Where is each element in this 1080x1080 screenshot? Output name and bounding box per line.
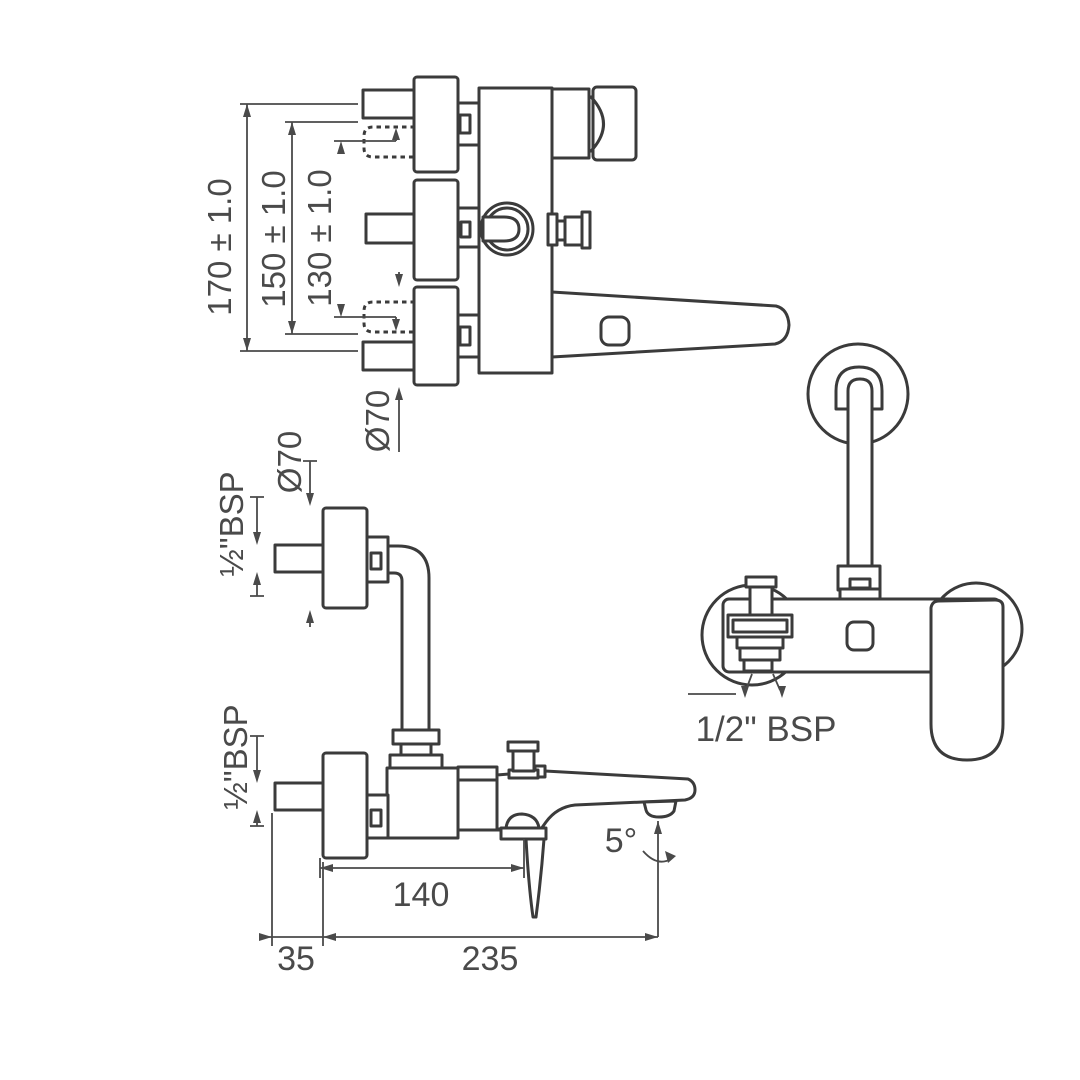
- body-right-section: [456, 778, 504, 832]
- diverter-stem-side: [511, 748, 536, 773]
- wall-thread-top: [273, 543, 325, 574]
- hidden-pipe-top: [362, 125, 415, 159]
- diverter-step1-front: [735, 635, 785, 650]
- riser-nut-middle: [848, 577, 872, 590]
- diverter-cap-side: [506, 740, 540, 753]
- bsp-top-label: ½"BSP: [213, 471, 250, 576]
- arrow-icon: [320, 864, 333, 872]
- arrow-icon: [253, 810, 261, 823]
- dim-170-label: 170 ± 1.0: [201, 178, 238, 315]
- wall-flange-top: [321, 506, 369, 610]
- union-bottom-side-detail: [369, 808, 383, 828]
- arrow-icon: [253, 532, 261, 545]
- arrow-icon: [654, 821, 662, 834]
- inlet-pipe-top: [361, 88, 416, 120]
- bsp-front-label: 1/2" BSP: [696, 710, 837, 749]
- diverter-stem-front: [748, 584, 774, 617]
- pipe-nut-middle: [399, 742, 433, 757]
- angle-5-label: 5°: [605, 822, 638, 860]
- arrow-icon: [259, 933, 272, 941]
- arrow-icon: [665, 851, 676, 863]
- handle-joint-arc: [589, 95, 605, 153]
- bsp-bottom-label: ½"BSP: [217, 704, 254, 809]
- arrow-icon: [392, 319, 400, 331]
- cartridge-stub: [481, 215, 521, 243]
- dim-130-label: 130 ± 1.0: [301, 169, 338, 306]
- escutcheon-bottom: [412, 285, 460, 387]
- diverter-knob: [563, 215, 584, 247]
- arrow-icon: [243, 104, 251, 117]
- arrow-icon: [337, 141, 345, 154]
- elbow-pipe: [386, 544, 431, 733]
- diverter-cap-front: [744, 575, 778, 589]
- front-view-annotations: 1/2" BSP: [688, 673, 837, 749]
- escutcheon-top: [412, 75, 460, 174]
- mixer-body-side-view: [385, 766, 460, 840]
- side-view-dimensions: Ø70 ½"BSP ½"BSP 140 35 235 5°: [213, 431, 676, 978]
- dim-35-label: 35: [277, 940, 315, 978]
- body-button-front: [845, 620, 875, 652]
- arrow-icon: [253, 572, 261, 585]
- dia-70-label-top-view: Ø70: [359, 390, 396, 452]
- diverter-block-inner: [731, 618, 789, 634]
- diverter-step2-front: [738, 646, 782, 662]
- inlet-pipe-bottom: [361, 340, 416, 372]
- arrow-icon: [645, 933, 658, 941]
- arrow-icon: [288, 122, 296, 135]
- valve-dome: [504, 812, 541, 830]
- handle-grip-top-view: [591, 85, 638, 162]
- wall-flange-bottom: [321, 751, 369, 860]
- spout-top-view: [550, 290, 791, 359]
- valve-collar: [499, 826, 548, 841]
- front-view: 1/2" BSP: [688, 342, 1024, 762]
- arrow-icon: [511, 864, 524, 872]
- arrow-icon: [395, 274, 403, 287]
- escutcheon-middle: [412, 178, 460, 282]
- wall-thread-bottom: [273, 781, 325, 812]
- dim-150-label: 150 ± 1.0: [255, 170, 292, 307]
- top-view: 170 ± 1.0 150 ± 1.0 130 ± 1.0 Ø70: [201, 75, 791, 452]
- arrow-icon: [395, 387, 403, 400]
- handle-base-top-view: [550, 87, 591, 160]
- arrow-icon: [253, 770, 261, 783]
- arrow-icon: [337, 304, 345, 317]
- handshower-outlet-nipple: [742, 658, 774, 673]
- dimension-lines: [250, 460, 659, 946]
- arrow-icon: [741, 686, 749, 698]
- pipe-nut-lower: [388, 753, 444, 770]
- handle-front-view: [929, 598, 1005, 762]
- diverter-cap: [580, 210, 592, 250]
- body-ledge: [456, 765, 499, 782]
- dim-140-label: 140: [393, 876, 450, 914]
- arrow-icon: [243, 338, 251, 351]
- arrow-icon: [288, 321, 296, 334]
- arrow-icon: [306, 493, 314, 506]
- spout-aerator: [642, 799, 678, 819]
- arrow-icon: [778, 686, 786, 698]
- outlet-pipe-middle: [364, 212, 416, 245]
- lever-handle-blade: [524, 837, 546, 919]
- dim-235-label: 235: [462, 940, 519, 978]
- spout-button: [599, 315, 631, 347]
- arrow-icon: [306, 610, 314, 623]
- arrow-icon: [323, 933, 336, 941]
- arrow-icon: [392, 128, 400, 140]
- top-view-dimensions: 170 ± 1.0 150 ± 1.0 130 ± 1.0 Ø70: [201, 103, 403, 452]
- union-top-side-detail: [369, 551, 383, 571]
- union-nut-bottom-detail: [458, 325, 472, 347]
- dia-70-label-side-view: Ø70: [271, 431, 308, 493]
- side-view: Ø70 ½"BSP ½"BSP 140 35 235 5°: [213, 431, 697, 978]
- union-nut-top-detail: [458, 113, 472, 135]
- spout-side-view: [495, 769, 697, 831]
- riser-pipe: [846, 377, 874, 570]
- union-nut-middle-detail: [459, 220, 472, 239]
- pipe-nut-upper: [391, 728, 441, 746]
